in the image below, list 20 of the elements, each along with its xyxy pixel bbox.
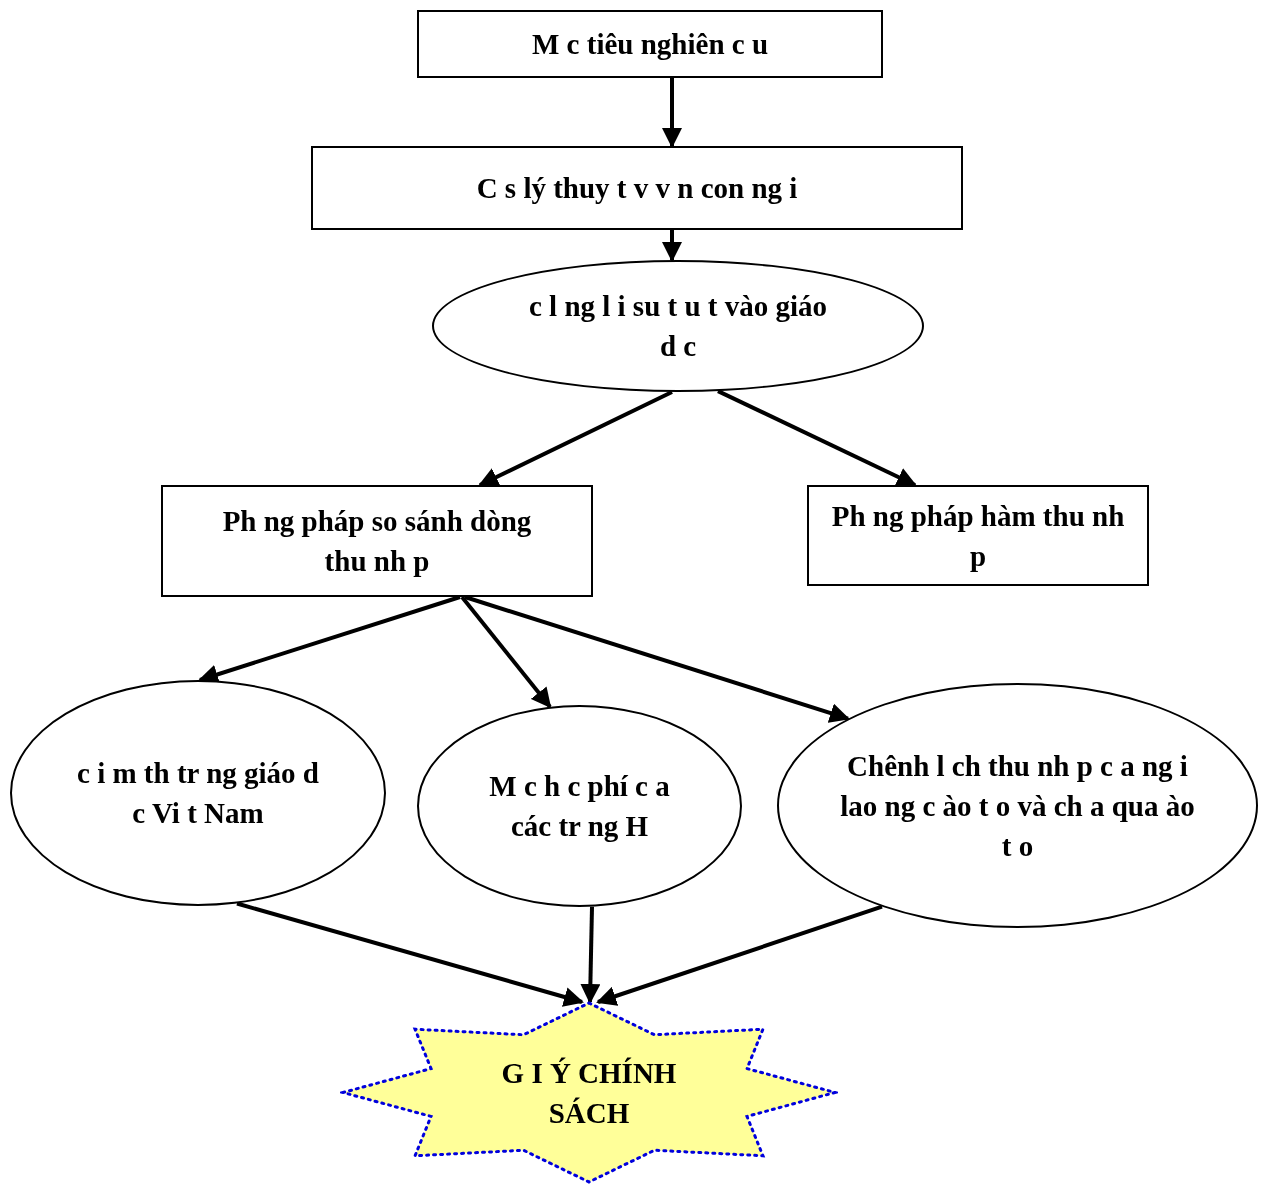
arrow	[662, 78, 682, 148]
arrow	[580, 906, 601, 1004]
node-label: Ph ng pháp hàm thu nh p	[830, 498, 1126, 574]
arrow	[596, 904, 883, 1006]
node-label: Chênh l ch thu nh p c a ng i lao ng c ào t o và ch a qua ào t o	[839, 748, 1196, 864]
node-label: C s lý thuy t v v n con ng i	[476, 171, 798, 206]
arrow	[478, 390, 673, 487]
node-label: c l ng l i su t u t vào giáo d c	[528, 289, 828, 364]
arrow	[662, 230, 682, 262]
node-label: c i m th tr ng giáo d c Vi t Nam	[76, 756, 320, 831]
process-box	[161, 485, 593, 597]
node-label: Ph ng pháp so sánh dòng thu nh p	[221, 504, 533, 579]
process-box	[311, 146, 963, 230]
process-box	[417, 10, 883, 78]
arrow	[717, 389, 917, 487]
process-box	[807, 485, 1149, 586]
arrow	[464, 595, 850, 723]
node-label: M c h c phí c a các tr ng H	[488, 769, 671, 844]
node-label: G I Ý CHÍNH SÁCH	[500, 1055, 678, 1131]
node-label: M c tiêu nghiên c u	[532, 27, 768, 62]
